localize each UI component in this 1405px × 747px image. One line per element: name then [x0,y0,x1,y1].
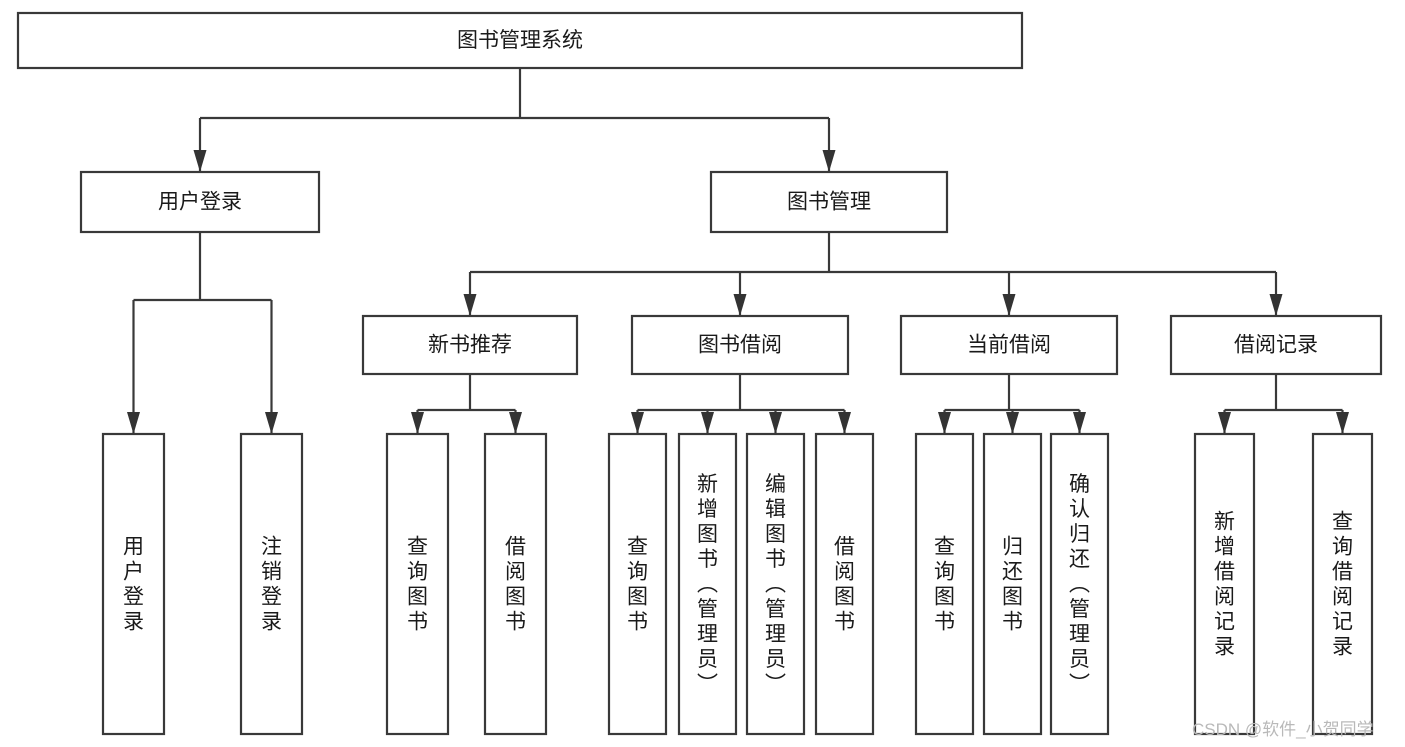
node-rect [982,432,1043,736]
node-rect [1169,314,1383,376]
node-box-leaf-8[interactable]: 查询图书 [914,432,975,736]
arrow-head-icon [1218,412,1231,434]
node-box-leaf-12[interactable]: 查询借阅记录 [1311,432,1374,736]
node-label: 编辑图书︵管理员︶ [765,473,786,696]
node-box-level3-2[interactable]: 当前借阅 [899,314,1119,376]
node-label: 图书管理 [787,191,871,214]
arrow-head-icon [1006,412,1019,434]
node-label: 新增借阅记录 [1214,511,1235,659]
arrow-head-icon [769,412,782,434]
node-rect [483,432,548,736]
node-label: 借阅图书 [505,536,526,634]
node-box-leaf-11[interactable]: 新增借阅记录 [1193,432,1256,736]
node-rect [607,432,668,736]
node-box-leaf-4[interactable]: 查询图书 [607,432,668,736]
node-label: 查询图书 [407,536,428,634]
node-label: 确认归还︵管理员︶ [1069,473,1090,696]
arrow-head-icon [838,412,851,434]
node-rect [361,314,579,376]
node-box-leaf-0[interactable]: 用户登录 [101,432,166,736]
arrow-head-icon [733,294,747,316]
node-label: 借阅记录 [1234,334,1318,357]
node-rect [1311,432,1374,736]
arrow-head-icon [509,412,522,434]
node-label: 用户登录 [158,191,242,214]
arrow-head-icon [938,412,951,434]
node-box-level2-0[interactable]: 用户登录 [79,170,321,234]
node-label: 注销登录 [261,536,282,634]
node-box-leaf-6[interactable]: 编辑图书︵管理员︶ [745,432,806,736]
node-label: 新增图书︵管理员︶ [697,473,718,696]
node-rect [1193,432,1256,736]
arrow-head-icon [1336,412,1349,434]
node-box-leaf-5[interactable]: 新增图书︵管理员︶ [677,432,738,736]
node-rect [385,432,450,736]
csdn-watermark: CSDN @软件_小贺同学 [1192,720,1374,739]
node-rect [79,170,321,234]
arrow-head-icon [822,150,836,172]
node-rect [899,314,1119,376]
node-rect [16,11,1024,70]
arrow-head-icon [1073,412,1086,434]
node-label: 当前借阅 [967,334,1051,357]
node-label: 图书管理系统 [457,29,583,52]
node-label: 查询借阅记录 [1332,511,1353,659]
node-rect [745,432,806,736]
arrow-head-icon [411,412,424,434]
node-box-leaf-3[interactable]: 借阅图书 [483,432,548,736]
arrow-head-icon [127,412,140,434]
connector-lines-layer [127,68,1349,434]
node-box-leaf-2[interactable]: 查询图书 [385,432,450,736]
arrow-head-icon [265,412,278,434]
node-rect [630,314,850,376]
node-label: 图书借阅 [698,334,782,357]
node-rect [239,432,304,736]
node-label: 归还图书 [1002,536,1023,634]
node-label: 新书推荐 [428,334,512,357]
node-rect [101,432,166,736]
node-box-level3-3[interactable]: 借阅记录 [1169,314,1383,376]
node-box-root-0[interactable]: 图书管理系统 [16,11,1024,70]
node-label: 借阅图书 [834,536,855,634]
arrow-head-icon [701,412,714,434]
arrow-head-icon [1002,294,1016,316]
node-boxes-layer: 图书管理系统用户登录图书管理新书推荐图书借阅当前借阅借阅记录用户登录注销登录查询… [16,11,1383,736]
arrow-head-icon [631,412,644,434]
node-box-level3-0[interactable]: 新书推荐 [361,314,579,376]
node-rect [814,432,875,736]
arrow-head-icon [193,150,207,172]
node-label: 查询图书 [627,536,648,634]
node-rect [709,170,949,234]
node-label: 查询图书 [934,536,955,634]
node-box-leaf-1[interactable]: 注销登录 [239,432,304,736]
arrow-head-icon [463,294,477,316]
node-box-level2-1[interactable]: 图书管理 [709,170,949,234]
node-box-leaf-7[interactable]: 借阅图书 [814,432,875,736]
node-rect [677,432,738,736]
node-box-leaf-10[interactable]: 确认归还︵管理员︶ [1049,432,1110,736]
arrow-head-icon [1269,294,1283,316]
node-label: 用户登录 [123,536,144,634]
node-rect [914,432,975,736]
node-rect [1049,432,1110,736]
node-box-level3-1[interactable]: 图书借阅 [630,314,850,376]
node-box-leaf-9[interactable]: 归还图书 [982,432,1043,736]
